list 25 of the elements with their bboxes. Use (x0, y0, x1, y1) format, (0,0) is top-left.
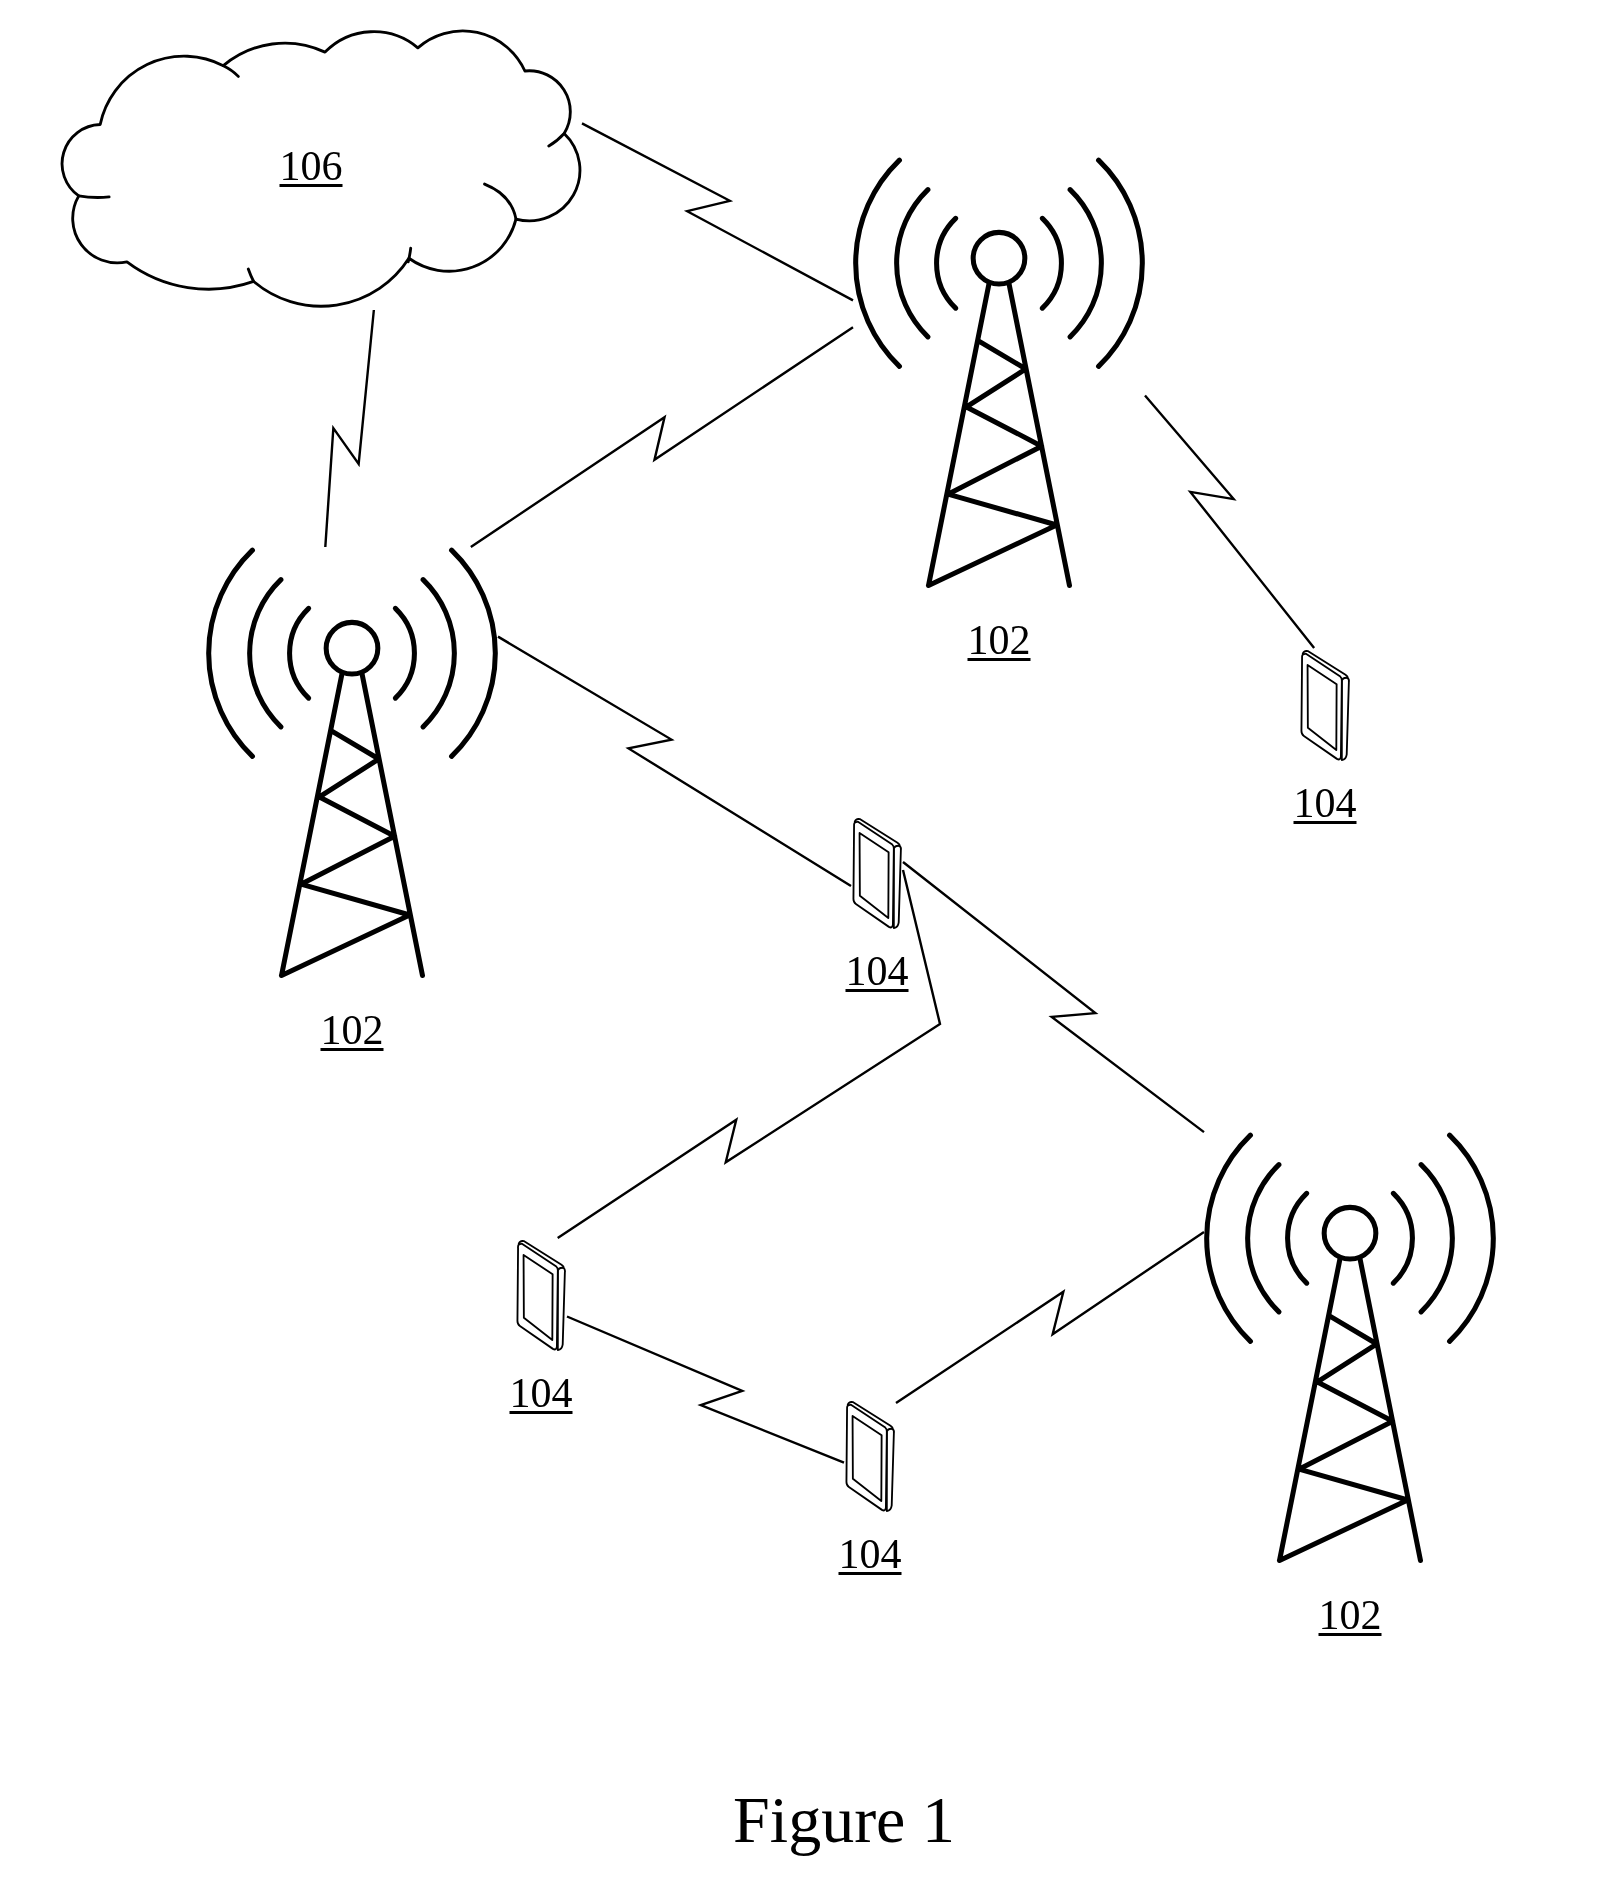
reference-numeral: 104 (509, 1369, 573, 1418)
reference-numeral: 102 (967, 616, 1031, 665)
wireless-link (566, 1315, 845, 1464)
wireless-link (581, 122, 854, 302)
reference-numeral: 104 (845, 947, 909, 996)
wireless-link (895, 1230, 1205, 1404)
reference-numeral: 102 (320, 1006, 384, 1055)
wireless-link (470, 326, 854, 548)
cell-tower (1204, 1132, 1496, 1564)
mobile-phone (1299, 648, 1351, 763)
wireless-link (324, 309, 376, 548)
wireless-link (497, 635, 852, 887)
wireless-link (1144, 394, 1316, 649)
reference-numeral: 106 (279, 141, 343, 191)
mobile-phone (851, 816, 903, 931)
wireless-link (557, 869, 942, 1239)
reference-numeral: 104 (1293, 779, 1357, 828)
wireless-link (902, 861, 1205, 1134)
mobile-phone (515, 1238, 567, 1353)
cell-tower (853, 157, 1145, 589)
reference-numeral: 104 (838, 1530, 902, 1579)
mobile-phone (844, 1399, 896, 1514)
figure-caption: Figure 1 (733, 1782, 955, 1858)
reference-numeral: 102 (1318, 1591, 1382, 1640)
cell-tower (206, 547, 498, 979)
